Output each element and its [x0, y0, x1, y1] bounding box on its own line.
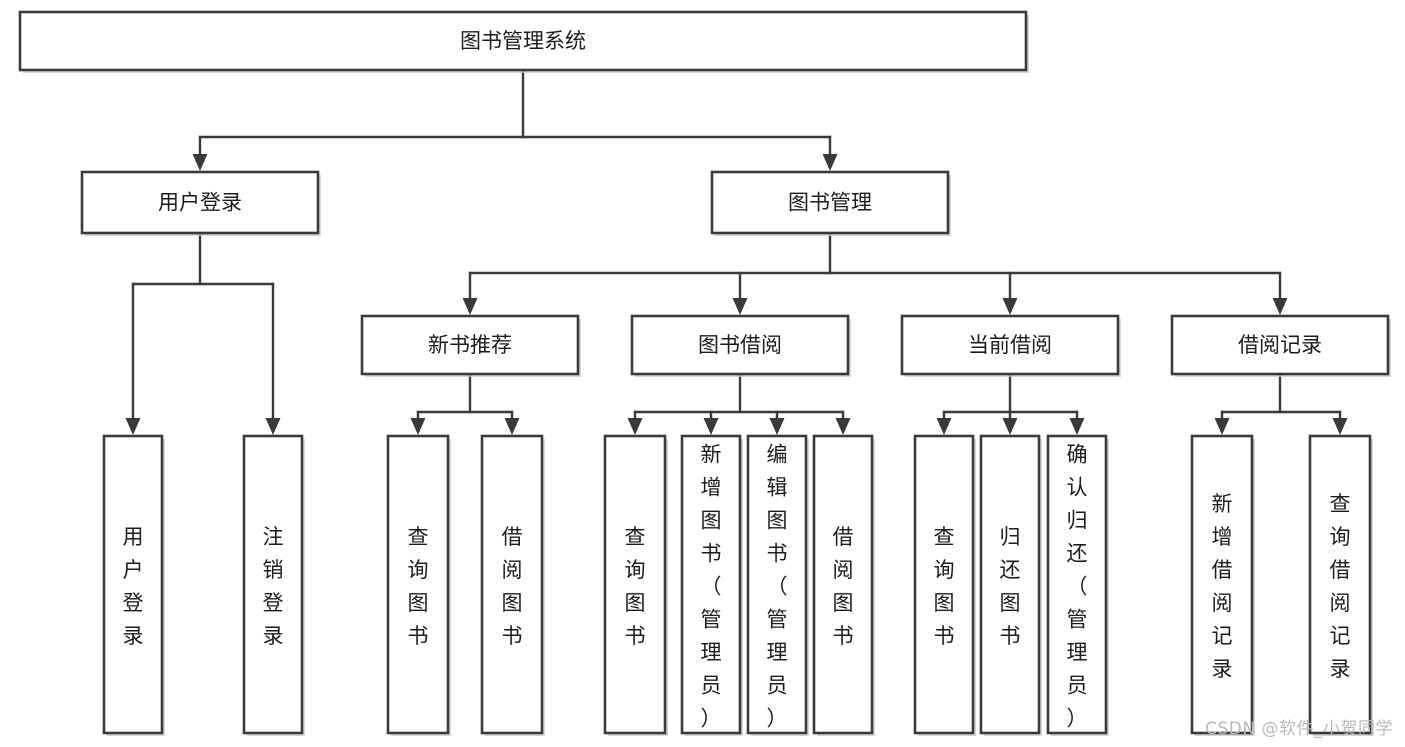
- node-leaf-borrow-book-2[interactable]: 借阅图书: [812, 434, 875, 736]
- node-book-manage[interactable]: 图书管理: [710, 170, 951, 236]
- node-box[interactable]: [80, 170, 320, 235]
- arrow-head-icon: [835, 418, 851, 435]
- node-box[interactable]: [746, 434, 808, 735]
- node-leaf-add-record[interactable]: 新增借阅记录: [1190, 434, 1255, 736]
- node-box[interactable]: [1046, 434, 1108, 735]
- node-label: 查询图书: [625, 525, 646, 648]
- arrow-head-icon: [192, 154, 208, 171]
- node-label: 新增图书（管理员）: [701, 443, 722, 731]
- node-box[interactable]: [603, 434, 667, 735]
- node-label: 用户登录: [158, 191, 242, 215]
- arrow-head-icon: [504, 418, 520, 435]
- arrow-head-icon: [1214, 418, 1230, 435]
- node-box[interactable]: [979, 434, 1041, 735]
- node-leaf-query-book-2[interactable]: 查询图书: [603, 434, 668, 736]
- node-leaf-borrow-book-1[interactable]: 借阅图书: [480, 434, 545, 736]
- node-box[interactable]: [386, 434, 450, 735]
- node-label: 查询借阅记录: [1330, 492, 1351, 681]
- node-box[interactable]: [710, 170, 950, 235]
- node-box[interactable]: [812, 434, 874, 735]
- node-label: 新增借阅记录: [1212, 492, 1233, 681]
- node-box[interactable]: [913, 434, 975, 735]
- arrow-head-icon: [822, 154, 838, 171]
- node-box[interactable]: [242, 434, 304, 735]
- node-label: 图书管理: [788, 191, 872, 215]
- node-label: 借阅图书: [833, 525, 854, 648]
- edges-layer: [125, 68, 1348, 435]
- node-leaf-logout[interactable]: 注销登录: [242, 434, 305, 736]
- node-leaf-query-book-1[interactable]: 查询图书: [386, 434, 451, 736]
- node-leaf-return-book[interactable]: 归还图书: [979, 434, 1042, 736]
- node-user-login[interactable]: 用户登录: [80, 170, 321, 236]
- node-box[interactable]: [1190, 434, 1254, 735]
- node-label: 图书借阅: [698, 333, 782, 357]
- node-label: 查询图书: [934, 525, 955, 648]
- arrow-head-icon: [703, 418, 719, 435]
- node-label: 确认归还（管理员）: [1067, 443, 1088, 731]
- node-label: 借阅图书: [502, 525, 523, 648]
- node-leaf-query-book-3[interactable]: 查询图书: [913, 434, 976, 736]
- node-label: 用户登录: [123, 525, 144, 648]
- node-box[interactable]: [1308, 434, 1372, 735]
- node-box[interactable]: [18, 10, 1028, 72]
- arrow-head-icon: [410, 418, 426, 435]
- arrow-head-icon: [1069, 418, 1085, 435]
- node-box[interactable]: [102, 434, 164, 735]
- arrow-head-icon: [1272, 298, 1288, 315]
- node-label: 借阅记录: [1238, 333, 1322, 357]
- node-label: 查询图书: [408, 525, 429, 648]
- node-box[interactable]: [680, 434, 742, 735]
- arrow-head-icon: [462, 298, 478, 315]
- arrow-head-icon: [265, 418, 281, 435]
- node-box[interactable]: [360, 314, 580, 376]
- node-leaf-query-record[interactable]: 查询借阅记录: [1308, 434, 1373, 736]
- node-box[interactable]: [480, 434, 544, 735]
- node-borrow-record[interactable]: 借阅记录: [1170, 314, 1391, 377]
- node-leaf-edit-book[interactable]: 编辑图书（管理员）: [746, 434, 809, 736]
- arrow-head-icon: [1002, 298, 1018, 315]
- node-label: 图书管理系统: [460, 29, 586, 53]
- arrow-head-icon: [1332, 418, 1348, 435]
- node-root[interactable]: 图书管理系统: [18, 10, 1029, 73]
- node-leaf-add-book[interactable]: 新增图书（管理员）: [680, 434, 743, 736]
- arrow-head-icon: [732, 298, 748, 315]
- csdn-watermark: CSDN @软件_小贺同学: [1205, 719, 1393, 739]
- node-leaf-confirm-return[interactable]: 确认归还（管理员）: [1046, 434, 1109, 736]
- arrow-head-icon: [125, 418, 141, 435]
- node-box[interactable]: [630, 314, 850, 376]
- node-box[interactable]: [1170, 314, 1390, 376]
- arrow-head-icon: [1002, 418, 1018, 435]
- arrow-head-icon: [769, 418, 785, 435]
- node-label: 当前借阅: [968, 333, 1052, 357]
- node-label: 归还图书: [1000, 525, 1021, 648]
- node-label: 编辑图书（管理员）: [767, 443, 788, 731]
- node-book-borrow[interactable]: 图书借阅: [630, 314, 851, 377]
- node-box[interactable]: [900, 314, 1120, 376]
- node-label: 注销登录: [263, 525, 284, 648]
- arrow-head-icon: [627, 418, 643, 435]
- node-leaf-user-login[interactable]: 用户登录: [102, 434, 165, 736]
- node-new-book-recommend[interactable]: 新书推荐: [360, 314, 581, 377]
- nodes-layer: 图书管理系统用户登录图书管理新书推荐图书借阅当前借阅借阅记录用户登录注销登录查询…: [18, 10, 1391, 736]
- node-current-borrow[interactable]: 当前借阅: [900, 314, 1121, 377]
- node-label: 新书推荐: [428, 333, 512, 357]
- arrow-head-icon: [936, 418, 952, 435]
